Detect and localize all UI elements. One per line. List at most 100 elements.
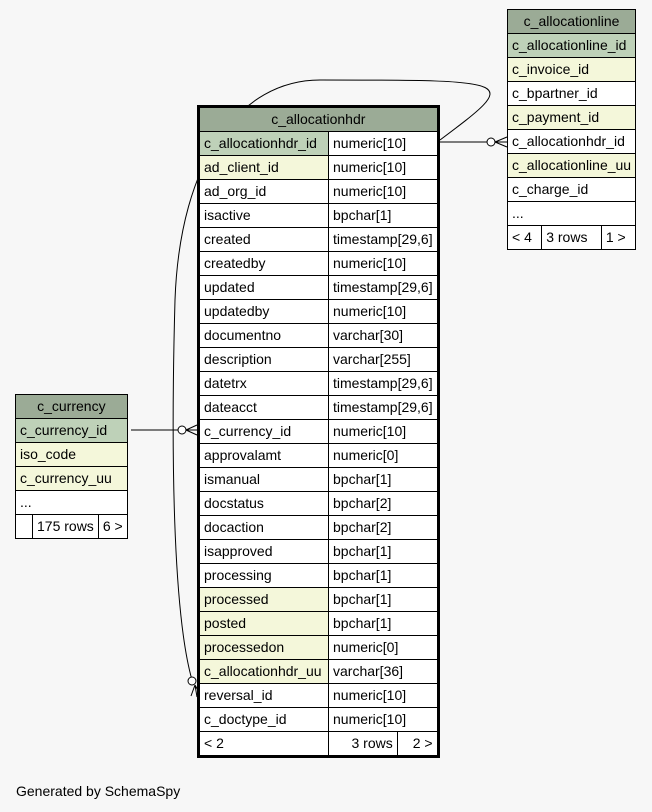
column-name[interactable]: posted <box>198 611 329 636</box>
footer-children[interactable]: 6 > <box>97 514 128 539</box>
column-c-allocationhdr-id[interactable]: c_allocationhdr_id <box>506 129 637 154</box>
column-type: bpchar[2] <box>328 515 439 540</box>
column-type: bpchar[1] <box>328 203 439 228</box>
footer-parents[interactable]: < 2 <box>198 731 329 757</box>
column-type: numeric[10] <box>328 155 439 180</box>
column-name[interactable]: c_doctype_id <box>198 707 329 732</box>
column-name[interactable]: approvalamt <box>198 443 329 468</box>
column-type: numeric[0] <box>328 635 439 660</box>
column-type: bpchar[1] <box>328 587 439 612</box>
column-type: bpchar[1] <box>328 539 439 564</box>
column-type: timestamp[29,6] <box>328 275 439 300</box>
column-name[interactable]: ad_client_id <box>198 155 329 180</box>
column-c-bpartner-id[interactable]: c_bpartner_id <box>506 81 637 106</box>
column-type: numeric[10] <box>328 251 439 276</box>
column-name[interactable]: description <box>198 347 329 372</box>
table-c-allocationline[interactable]: c_allocationline c_allocationline_id c_i… <box>506 9 637 250</box>
column-name[interactable]: processing <box>198 563 329 588</box>
column-type: numeric[10] <box>328 419 439 444</box>
footer-children[interactable]: 2 > <box>396 731 439 757</box>
link-self-circle <box>187 676 197 686</box>
column-name[interactable]: processedon <box>198 635 329 660</box>
table-title[interactable]: c_allocationhdr <box>198 106 439 132</box>
column-name[interactable]: documentno <box>198 323 329 348</box>
column-type: varchar[36] <box>328 659 439 684</box>
column-name[interactable]: c_allocationhdr_uu <box>198 659 329 684</box>
column-c-charge-id[interactable]: c_charge_id <box>506 177 637 202</box>
table-c-currency[interactable]: c_currency c_currency_id iso_code c_curr… <box>15 394 128 539</box>
column-name[interactable]: isactive <box>198 203 329 228</box>
column-name[interactable]: created <box>198 227 329 252</box>
link-currency-crowfoot <box>185 424 198 436</box>
column-name[interactable]: updatedby <box>198 299 329 324</box>
column-name[interactable]: c_currency_id <box>198 419 329 444</box>
table-title[interactable]: c_currency <box>15 394 128 419</box>
footer-rows: 3 rows <box>328 731 398 757</box>
column-type: varchar[255] <box>328 347 439 372</box>
column-name[interactable]: createdby <box>198 251 329 276</box>
link-allocationline-crowfoot <box>494 136 508 148</box>
column-ellipsis: ... <box>506 201 637 226</box>
column-c-currency-uu[interactable]: c_currency_uu <box>15 466 128 491</box>
column-c-invoice-id[interactable]: c_invoice_id <box>506 57 637 82</box>
column-type: numeric[10] <box>328 131 439 156</box>
column-name[interactable]: docaction <box>198 515 329 540</box>
column-type: bpchar[1] <box>328 467 439 492</box>
column-name[interactable]: reversal_id <box>198 683 329 708</box>
footer-rows: 175 rows <box>32 514 99 539</box>
footer-parents[interactable] <box>15 514 33 539</box>
column-c-allocationline-uu[interactable]: c_allocationline_uu <box>506 153 637 178</box>
footer-children[interactable]: 1 > <box>600 225 637 250</box>
column-type: bpchar[1] <box>328 611 439 636</box>
footer-parents[interactable]: < 4 <box>506 225 543 250</box>
column-name[interactable]: dateacct <box>198 395 329 420</box>
column-name[interactable]: processed <box>198 587 329 612</box>
column-type: timestamp[29,6] <box>328 371 439 396</box>
column-type: bpchar[1] <box>328 563 439 588</box>
column-name[interactable]: datetrx <box>198 371 329 396</box>
column-name[interactable]: ad_org_id <box>198 179 329 204</box>
column-name[interactable]: updated <box>198 275 329 300</box>
column-type: timestamp[29,6] <box>328 395 439 420</box>
column-name[interactable]: isapproved <box>198 539 329 564</box>
column-c-currency-id[interactable]: c_currency_id <box>15 418 128 443</box>
column-name[interactable]: ismanual <box>198 467 329 492</box>
table-title[interactable]: c_allocationline <box>506 9 637 34</box>
generated-by-text: Generated by SchemaSpy <box>16 783 181 799</box>
column-c-payment-id[interactable]: c_payment_id <box>506 105 637 130</box>
column-iso-code[interactable]: iso_code <box>15 442 128 467</box>
column-name[interactable]: c_allocationhdr_id <box>198 131 329 156</box>
column-type: numeric[0] <box>328 443 439 468</box>
column-ellipsis: ... <box>15 490 128 515</box>
column-type: varchar[30] <box>328 323 439 348</box>
column-name[interactable]: docstatus <box>198 491 329 516</box>
column-type: numeric[10] <box>328 683 439 708</box>
column-c-allocationline-id[interactable]: c_allocationline_id <box>506 33 637 58</box>
